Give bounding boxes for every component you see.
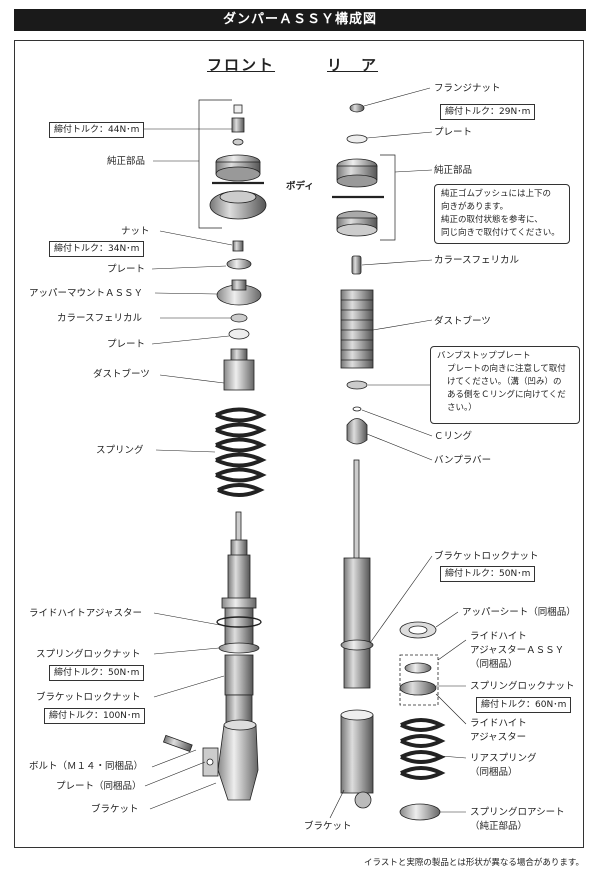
- body-label: ボディ: [286, 181, 314, 192]
- front-heading: フロント: [207, 56, 276, 74]
- rear-rod: [353, 459, 360, 561]
- rear-label-bump-rubber: バンプラバー: [434, 455, 492, 466]
- rear-bump-stop-plate: [346, 380, 368, 390]
- front-torque-spring-lock: 締付トルク：50N･m: [49, 665, 145, 681]
- front-torque-nut: 締付トルク：34N･m: [49, 241, 145, 257]
- rear-label-rh-adj-2: アジャスター: [470, 732, 527, 743]
- rubber-bush-note: 純正ゴムブッシュには上下の 向きがあります。 純正の取付状態を参考に、 同じ向き…: [434, 184, 570, 244]
- rear-flange-nut: [349, 103, 365, 113]
- front-collar: [230, 313, 248, 323]
- front-label-bracket-lock-nut: ブラケットロックナット: [36, 692, 141, 703]
- front-label-spring: スプリング: [96, 445, 144, 456]
- front-rod: [235, 511, 242, 543]
- rear-torque-bracket-lock: 締付トルク：50N･m: [440, 566, 536, 582]
- front-label-bracket: ブラケット: [91, 804, 139, 815]
- front-spring-lock-nut: [218, 642, 260, 654]
- front-label-genuine: 純正部品: [107, 156, 146, 167]
- rear-label-c-ring: Ｃリング: [434, 431, 473, 442]
- rear-label-lower-seat-1: スプリングロアシート: [470, 807, 565, 818]
- rear-label-rh-adj-1: ライドハイト: [470, 718, 527, 729]
- rear-c-ring: [352, 406, 362, 412]
- rear-damper-body: [343, 557, 371, 689]
- rear-bracket-lock-nut: [340, 639, 374, 651]
- rear-label-genuine: 純正部品: [434, 165, 473, 176]
- front-label-plate-1: プレート: [107, 264, 146, 275]
- rear-label-plate: プレート: [434, 127, 473, 138]
- front-torque-top: 締付トルク：44N･m: [49, 122, 145, 138]
- front-assembly: [162, 99, 267, 801]
- front-top-nut: [231, 117, 245, 133]
- rear-ride-height-assy-box: [399, 654, 439, 706]
- rear-label-flange-nut: フランジナット: [434, 83, 501, 94]
- front-plate-2: [228, 328, 250, 340]
- front-label-plate-2: プレート: [107, 339, 146, 350]
- front-label-ride-height: ライドハイトアジャスター: [29, 608, 142, 619]
- rear-bump-rubber: [346, 418, 368, 445]
- front-label-upper-mount: アッパーマウントＡＳＳＹ: [29, 288, 144, 299]
- diagram-frame: [14, 40, 584, 848]
- bump-stop-note: バンプストッププレート プレートの向きに注意して取付 けてください。（溝（凹み）…: [430, 346, 580, 424]
- disclaimer-footer: イラストと実際の製品とは形状が異なる場合があります。: [364, 858, 584, 868]
- front-damper-body: [227, 554, 251, 601]
- rear-label-spring-2: （同梱品）: [470, 767, 518, 778]
- leader-lines: [143, 87, 467, 819]
- front-label-spring-lock-nut: スプリングロックナット: [36, 649, 141, 660]
- front-label-dust-boot: ダストブーツ: [93, 369, 150, 380]
- rear-label-upper-seat: アッパーシート（同梱品）: [462, 607, 576, 618]
- front-label-collar: カラースフェリカル: [57, 313, 143, 324]
- rear-collar: [351, 255, 362, 275]
- front-label-nut: ナット: [121, 226, 150, 237]
- front-dust-boot: [223, 359, 255, 391]
- front-dust-boot-top: [230, 348, 248, 362]
- rear-label-dust-boot: ダストブーツ: [434, 316, 491, 327]
- front-washer: [232, 138, 244, 146]
- rear-bracket: [340, 714, 374, 794]
- page-title: ダンパーＡＳＳＹ構成図: [14, 9, 586, 31]
- rear-label-rh-assy-3: （同梱品）: [470, 659, 518, 670]
- front-ride-height-adjuster: [216, 616, 262, 628]
- front-plate-1: [226, 258, 252, 270]
- rear-heading: リ ア: [327, 56, 379, 74]
- rear-spring-lower-seat: [399, 803, 441, 821]
- front-spring: [215, 407, 267, 497]
- rear-label-spring-1: リアスプリング: [470, 753, 537, 764]
- front-bolt: [162, 734, 193, 753]
- front-lower-body: [225, 694, 253, 726]
- front-bracket: [217, 724, 259, 801]
- rear-label-collar: カラースフェリカル: [434, 255, 520, 266]
- rear-spring: [400, 718, 446, 780]
- rear-label-bracket: ブラケット: [304, 821, 352, 832]
- front-cap: [233, 104, 243, 114]
- rear-label-rh-assy-1: ライドハイト: [470, 631, 527, 642]
- front-torque-bracket-lock: 締付トルク：100N･m: [44, 708, 146, 724]
- front-nut: [232, 240, 244, 252]
- rear-label-bracket-lock-nut: ブラケットロックナット: [434, 551, 539, 562]
- rear-label-spring-lock-nut: スプリングロックナット: [470, 681, 575, 692]
- rear-assembly: [332, 103, 446, 821]
- front-label-plate-3: プレート（同梱品）: [56, 781, 142, 792]
- rear-label-lower-seat-2: （純正部品）: [470, 821, 528, 832]
- rear-dust-boot: [340, 289, 374, 369]
- rear-torque-flange: 締付トルク：29N･m: [440, 104, 536, 120]
- rear-label-rh-assy-2: アジャスターＡＳＳＹ: [470, 645, 565, 656]
- rear-torque-spring-lock: 締付トルク：60N･m: [476, 697, 572, 713]
- front-label-bolt: ボルト（Ｍ１４・同梱品）: [29, 761, 144, 772]
- rear-plate: [346, 134, 368, 144]
